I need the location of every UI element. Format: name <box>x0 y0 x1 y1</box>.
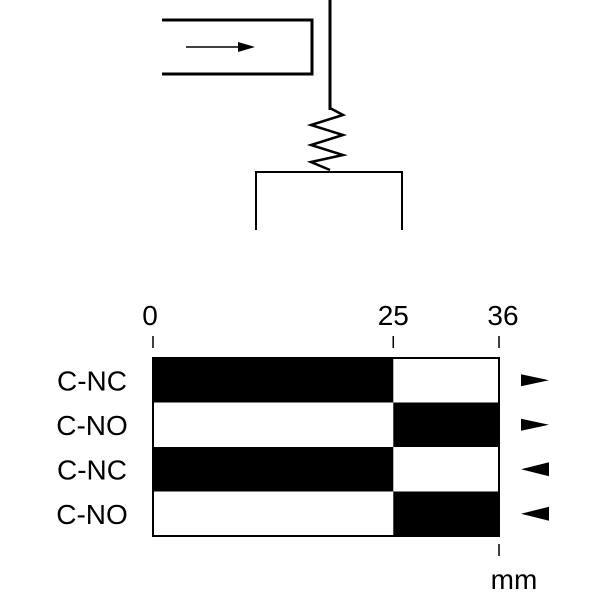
spring <box>306 106 348 172</box>
scale-tick-label: 25 <box>378 300 409 331</box>
arrow-left-icon <box>521 462 549 477</box>
contact-label: C-NC <box>57 454 127 485</box>
contact-closed-segment <box>393 491 499 536</box>
chart-frame <box>152 357 500 537</box>
switch-housing <box>255 171 403 230</box>
push-direction-arrow-icon <box>186 42 255 52</box>
actuator-illustration <box>162 0 403 230</box>
scale-tick-label: 0 <box>142 300 158 331</box>
travel-scale: 0 25 36 mm <box>142 300 537 595</box>
contact-timing-chart <box>152 357 500 537</box>
contact-closed-segment <box>153 447 394 492</box>
contact-label: C-NC <box>57 365 127 396</box>
contact-closed-segment <box>393 402 499 447</box>
push-bracket <box>162 18 314 76</box>
scale-unit-label: mm <box>491 564 538 595</box>
arrow-right-icon <box>521 374 549 387</box>
contact-label: C-NO <box>56 499 128 530</box>
arrow-right-icon <box>521 418 549 431</box>
scale-tick-label: 36 <box>487 300 518 331</box>
contact-label: C-NO <box>56 410 128 441</box>
contact-rows: C-NC C-NO C-NC C-NO <box>56 365 549 530</box>
arrow-left-icon <box>521 506 549 521</box>
contact-closed-segment <box>153 358 394 403</box>
